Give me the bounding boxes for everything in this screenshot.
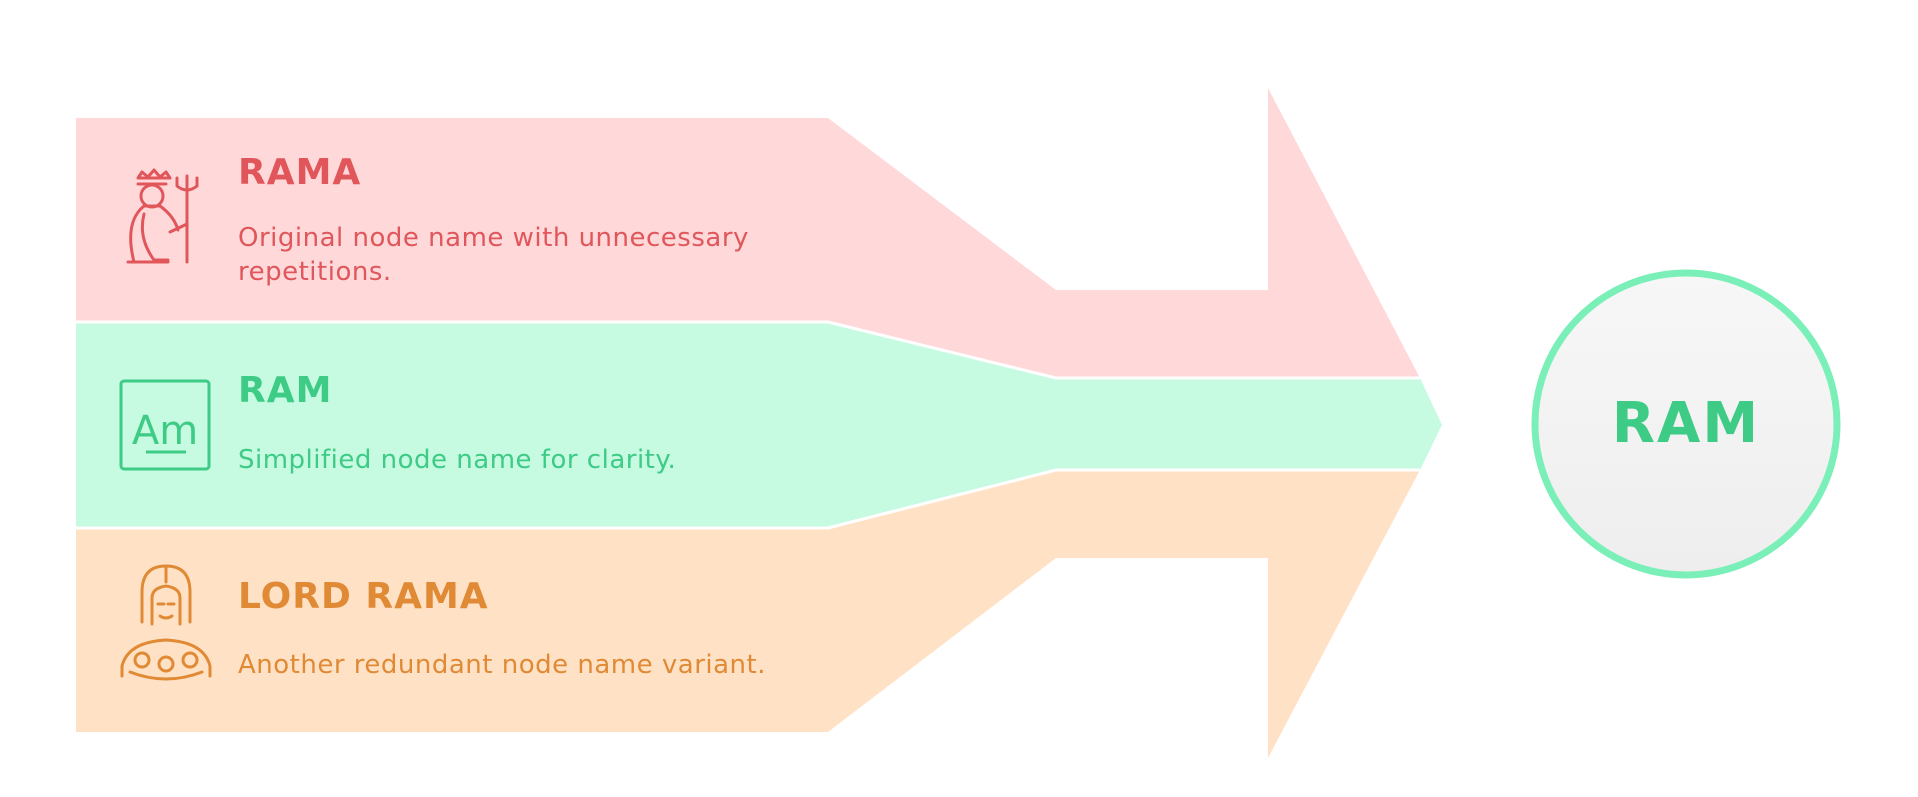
node-description-rama: Original node name with unnecessary repe… [238,223,749,287]
node-description-lord-rama: Another redundant node name variant. [238,650,766,680]
band-rama [76,88,1420,378]
svg-text:Am: Am [132,408,198,454]
band-separator-top [76,320,1420,380]
result-circle [1531,269,1841,579]
result-label: RAM [1611,391,1761,456]
node-title-rama: RAMA [238,152,362,193]
band-lord-rama [76,470,1420,758]
node-description-ram: Simplified node name for clarity. [238,445,677,475]
band-separator-bottom [76,468,1420,530]
text-box-am-icon: Am [119,379,211,471]
node-title-lord-rama: LORD RAMA [238,576,489,617]
band-ram [76,322,1442,528]
crowned-figure-with-trident-icon [126,168,199,264]
node-title-ram: RAM [238,370,333,411]
helmeted-figure-icon [120,564,212,681]
